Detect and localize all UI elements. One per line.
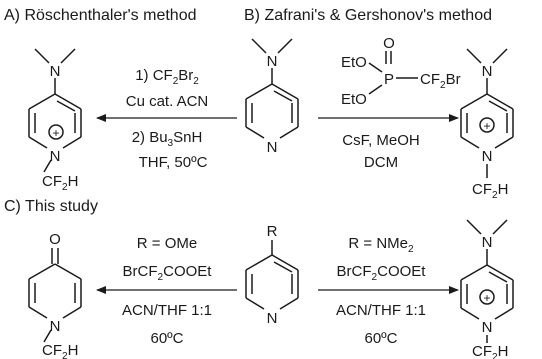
cf2br-group: CF2Br [420,71,461,91]
molecule-4-substituted-pyridine [245,240,299,310]
positive-charge: + [52,126,59,140]
molecule-cf2h-pyridone [28,248,82,343]
atom-n-amine-sm: N [267,53,278,70]
molecule-dmap-cf2h-product-a [28,48,82,173]
eto-top: EtO [341,54,367,71]
reagent-c-right-line1: R = NMe2 [348,235,414,255]
header-this-study: C) This study [4,198,98,215]
atom-n-amine-b: N [482,63,493,80]
reagent-c-left-line4: 60ºC [151,330,184,347]
atom-o-phosphoryl: O [383,35,395,52]
atom-n-ring-pyridone: N [50,318,61,335]
header-roschenthaler: A) Röschenthaler's method [4,7,196,24]
reagent-a-line1: 1) CF2Br2 [135,67,199,87]
reagent-c-left-line2: BrCF2COOEt [123,263,213,283]
atom-p: P [384,71,394,88]
atom-n-ring-c: N [482,319,493,336]
atom-n-ring: N [50,148,61,165]
eto-bottom: EtO [341,91,367,108]
reagent-b-line3: DCM [364,154,398,171]
atom-n-ring-c-sm: N [267,310,278,327]
reagent-c-right-line4: 60ºC [365,330,398,347]
cf2h-group-b: CF2H [472,181,508,201]
atom-n-amine: N [50,63,61,80]
atom-n-ring-sm: N [267,139,278,156]
atom-n-amine-c: N [482,234,493,251]
molecule-dmap-cf2h-product-c [460,219,514,343]
substituent-r: R [267,223,278,240]
positive-charge-b: + [483,119,490,133]
reagent-a-line4: THF, 50ºC [139,154,208,171]
reagent-a-line3: 2) Bu3SnH [132,129,203,149]
reagent-a-line2: Cu cat. ACN [126,93,209,110]
molecule-dmap-starting-material [245,38,299,139]
cf2h-group-c: CF2H [472,343,508,359]
molecule-dmap-cf2h-product-b [460,48,514,178]
positive-charge-c: + [483,291,490,305]
reagent-b-line2: CsF, MeOH [342,132,420,149]
atom-o-carbonyl: O [49,231,61,248]
reagent-c-left-line3: ACN/THF 1:1 [122,302,212,319]
header-zafrani-gershonov: B) Zafrani's & Gershonov's method [244,7,492,24]
cf2h-group-pyridone: CF2H [42,342,78,359]
molecule-dmap-cf2h-product-a-labels: N N + CF2H [42,63,78,193]
cf2h-group: CF2H [42,173,78,193]
reagent-c-right-line2: BrCF2COOEt [337,263,427,283]
reagent-c-right-line3: ACN/THF 1:1 [336,302,426,319]
atom-n-ring-b: N [482,148,493,165]
reagent-c-left-line1: R = OMe [137,235,197,252]
phosphonate-reagent: EtO EtO P O CF2Br [341,35,461,108]
